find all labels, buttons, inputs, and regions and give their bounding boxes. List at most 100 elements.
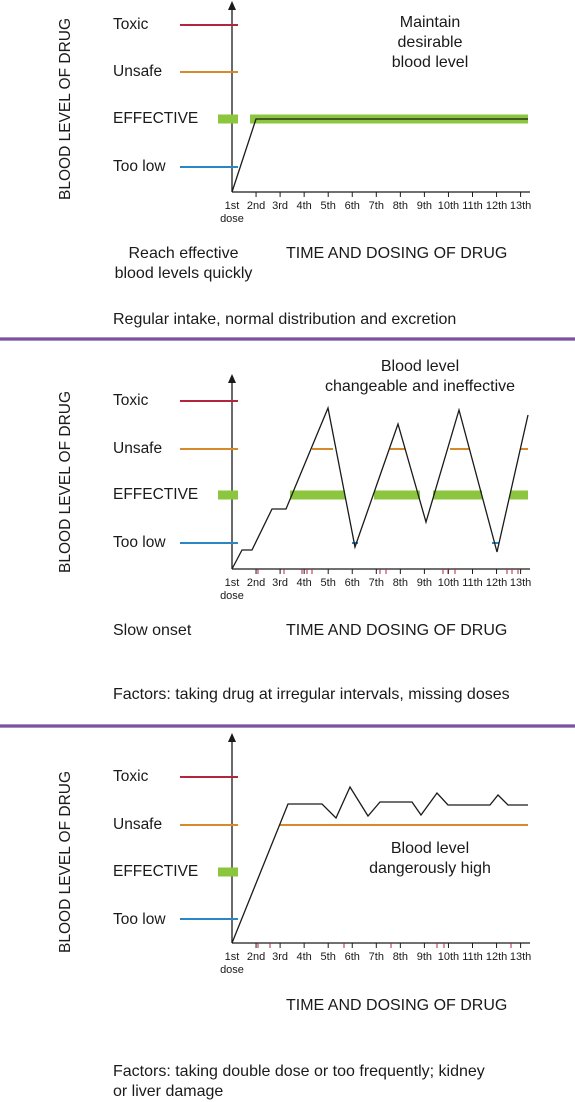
effective-marker [218, 114, 238, 124]
x-tick-label: 12th [486, 200, 507, 212]
x-tick-label: 8th [393, 951, 408, 963]
note: Slow onset [113, 622, 192, 639]
x-tick-label: 5th [321, 577, 336, 589]
x-tick-label: 12th [486, 951, 507, 963]
x-tick-label: 13th [510, 200, 531, 212]
x-tick-label: 1st [225, 577, 240, 589]
x-tick-sublabel: dose [220, 213, 244, 225]
x-tick-label: 5th [321, 951, 336, 963]
annotation-line: desirable [397, 34, 463, 51]
blood-level-curve [231, 405, 529, 570]
x-tick-sublabel: dose [220, 590, 244, 602]
annotation: Blood level dangerously high [365, 839, 495, 879]
effective-band [510, 490, 528, 500]
effective-band [290, 490, 345, 500]
annotation: Maintain desirable blood level [350, 13, 510, 73]
caption-line: Factors: taking double dose or too frequ… [113, 1063, 485, 1080]
y-axis-label: BLOOD LEVEL OF DRUG [57, 390, 74, 573]
x-tick-label: 8th [393, 200, 408, 212]
level-label-unsafe: Unsafe [113, 816, 163, 833]
x-tick-label: 3rd [272, 577, 288, 589]
y-axis-arrow [228, 1, 236, 10]
x-tick-label: 3rd [272, 200, 288, 212]
x-tick-label: 7th [369, 951, 384, 963]
x-tick-label: 9th [417, 951, 432, 963]
x-tick-label: 4th [297, 951, 312, 963]
x-tick-label: 7th [369, 200, 384, 212]
x-tick-label: 13th [510, 577, 531, 589]
level-label-unsafe: Unsafe [113, 63, 163, 80]
note-line: Reach effective [128, 245, 239, 262]
level-label-too-low: Too low [113, 534, 166, 551]
blood-level-curve [231, 785, 528, 944]
x-tick-label: 13th [510, 951, 531, 963]
x-tick-label: 4th [297, 200, 312, 212]
x-tick-label: 6th [345, 200, 360, 212]
caption: Factors: taking double dose or too frequ… [113, 1062, 485, 1102]
x-axis-label: TIME AND DOSING OF DRUG [286, 997, 508, 1014]
x-tick-label: 3rd [272, 951, 288, 963]
x-tick-label: 9th [417, 200, 432, 212]
note-line: blood levels quickly [114, 265, 253, 282]
effective-band [433, 490, 482, 500]
effective-band [374, 490, 420, 500]
annotation: Blood level changeable and ineffective [300, 357, 540, 397]
caption-line: or liver damage [113, 1083, 224, 1100]
x-tick-label: 12th [486, 577, 507, 589]
annotation-line: Blood level [390, 840, 470, 857]
x-tick-label: 8th [393, 577, 408, 589]
caption: Regular intake, normal distribution and … [113, 311, 457, 328]
x-tick-sublabel: dose [220, 964, 244, 976]
x-tick-label: 2nd [247, 577, 265, 589]
y-axis-arrow [228, 374, 236, 383]
x-tick-label: 6th [345, 577, 360, 589]
x-tick-label: 10th [438, 200, 459, 212]
x-tick-label: 10th [438, 951, 459, 963]
x-tick-label: 11th [462, 200, 483, 212]
x-tick-label: 5th [321, 200, 336, 212]
x-tick-label: 10th [438, 577, 459, 589]
x-tick-label: 2nd [247, 951, 265, 963]
level-label-toxic: Toxic [113, 392, 149, 409]
annotation-line: blood level [391, 54, 469, 71]
x-tick-label: 1st [225, 951, 240, 963]
y-axis-label: BLOOD LEVEL OF DRUG [57, 770, 74, 953]
separator [0, 337, 575, 341]
x-tick-label: 9th [417, 577, 432, 589]
x-axis-label: TIME AND DOSING OF DRUG [286, 622, 508, 639]
y-axis-arrow [228, 733, 236, 742]
level-label-unsafe: Unsafe [113, 440, 163, 457]
level-label-too-low: Too low [113, 911, 166, 928]
level-label-effective: EFFECTIVE [113, 110, 199, 127]
annotation-line: changeable and ineffective [324, 378, 516, 395]
effective-marker [218, 490, 238, 500]
x-tick-label: 4th [297, 577, 312, 589]
annotation-line: dangerously high [369, 860, 491, 877]
separator [0, 724, 575, 728]
x-tick-label: 2nd [247, 200, 265, 212]
x-tick-label: 7th [369, 577, 384, 589]
x-axis-label: TIME AND DOSING OF DRUG [286, 245, 508, 262]
annotation-line: Maintain [399, 14, 461, 31]
level-label-toxic: Toxic [113, 16, 149, 33]
caption: Factors: taking drug at irregular interv… [113, 686, 510, 703]
level-label-effective: EFFECTIVE [113, 863, 199, 880]
y-axis-label: BLOOD LEVEL OF DRUG [57, 17, 74, 200]
blood-level-curve [231, 118, 528, 193]
x-tick-label: 6th [345, 951, 360, 963]
level-label-too-low: Too low [113, 158, 166, 175]
effective-marker [218, 867, 238, 877]
x-tick-label: 11th [462, 577, 483, 589]
level-label-effective: EFFECTIVE [113, 486, 199, 503]
x-tick-label: 1st [225, 200, 240, 212]
note: Reach effective blood levels quickly [106, 244, 261, 284]
level-label-toxic: Toxic [113, 768, 149, 785]
x-tick-label: 11th [462, 951, 483, 963]
annotation-line: Blood level [380, 358, 460, 375]
